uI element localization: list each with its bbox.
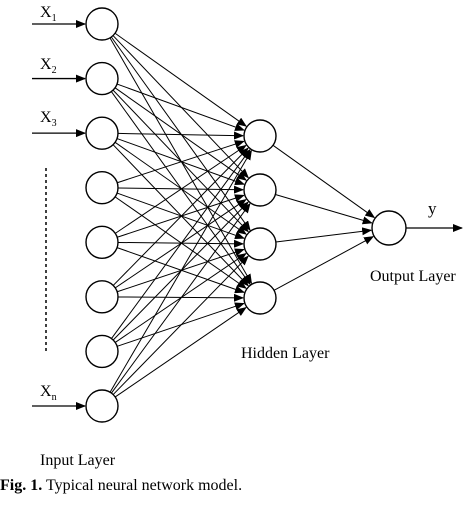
connection-input-4-hidden-3 bbox=[116, 192, 245, 240]
connection-hidden-2-output-1 bbox=[275, 194, 373, 225]
connection-input-3-hidden-2 bbox=[116, 138, 245, 185]
figure-caption-label: Fig. 1. bbox=[0, 477, 43, 494]
input-arrows bbox=[32, 20, 86, 410]
output-symbol-y: y bbox=[428, 199, 437, 218]
input-label-xn: Xn bbox=[40, 383, 57, 403]
hidden-node-1 bbox=[243, 119, 277, 153]
figure-caption: Fig. 1. Typical neural network model. bbox=[0, 478, 474, 508]
connection-input-6-hidden-1 bbox=[112, 147, 249, 286]
connection-input-5-hidden-4 bbox=[116, 247, 245, 294]
neural-network-diagram: X1 X2 X3 Xn y Input Layer Hidden Layer O… bbox=[32, 4, 463, 469]
connection-input-5-hidden-3 bbox=[117, 239, 245, 248]
output-node-1 bbox=[371, 210, 407, 246]
connection-input-4-hidden-4 bbox=[114, 196, 247, 289]
figure-caption-text: Typical neural network model. bbox=[45, 477, 243, 494]
connection-input-8-hidden-1 bbox=[109, 149, 252, 393]
connection-input-8-hidden-2 bbox=[111, 202, 251, 394]
hidden-node-4 bbox=[243, 281, 277, 315]
input-layer-nodes bbox=[85, 7, 119, 423]
input-layer-label: Input Layer bbox=[40, 452, 116, 469]
hidden-node-2 bbox=[243, 173, 277, 207]
connection-input-1-hidden-1 bbox=[114, 32, 247, 127]
connection-input-3-hidden-1 bbox=[117, 131, 245, 140]
input-node-7 bbox=[85, 334, 119, 369]
input-hidden-connections bbox=[109, 32, 253, 398]
input-node-3 bbox=[85, 116, 119, 150]
connection-input-3-hidden-3 bbox=[114, 141, 247, 235]
connection-input-4-hidden-2 bbox=[117, 185, 245, 194]
connection-input-2-hidden-1 bbox=[116, 83, 245, 131]
hidden-layer-label: Hidden Layer bbox=[241, 345, 330, 362]
connection-input-4-hidden-1 bbox=[117, 140, 245, 184]
input-node-6 bbox=[85, 280, 119, 314]
hidden-node-3 bbox=[243, 227, 277, 261]
output-layer-label: Output Layer bbox=[370, 268, 456, 285]
input-node-1 bbox=[85, 7, 119, 41]
connection-input-7-hidden-1 bbox=[111, 148, 251, 339]
input-node-8 bbox=[85, 389, 119, 423]
connection-input-2-hidden-2 bbox=[114, 87, 247, 181]
connection-input-8-hidden-3 bbox=[112, 255, 249, 395]
connection-hidden-4-output-1 bbox=[273, 236, 375, 291]
connection-input-6-hidden-4 bbox=[117, 293, 245, 302]
hidden-layer-nodes bbox=[243, 119, 277, 315]
connection-hidden-1-output-1 bbox=[272, 144, 376, 219]
connection-hidden-3-output-1 bbox=[275, 227, 373, 243]
input-label-x2: X2 bbox=[40, 56, 57, 76]
connection-input-8-hidden-4 bbox=[114, 307, 247, 398]
input-label-x3: X3 bbox=[40, 109, 57, 129]
output-layer-nodes bbox=[371, 210, 407, 246]
hidden-output-connections bbox=[272, 144, 376, 291]
input-node-5 bbox=[85, 225, 119, 259]
input-label-x1: X1 bbox=[40, 4, 57, 24]
connection-input-5-hidden-1 bbox=[114, 144, 247, 234]
input-node-4 bbox=[85, 171, 119, 205]
input-node-2 bbox=[85, 61, 119, 96]
